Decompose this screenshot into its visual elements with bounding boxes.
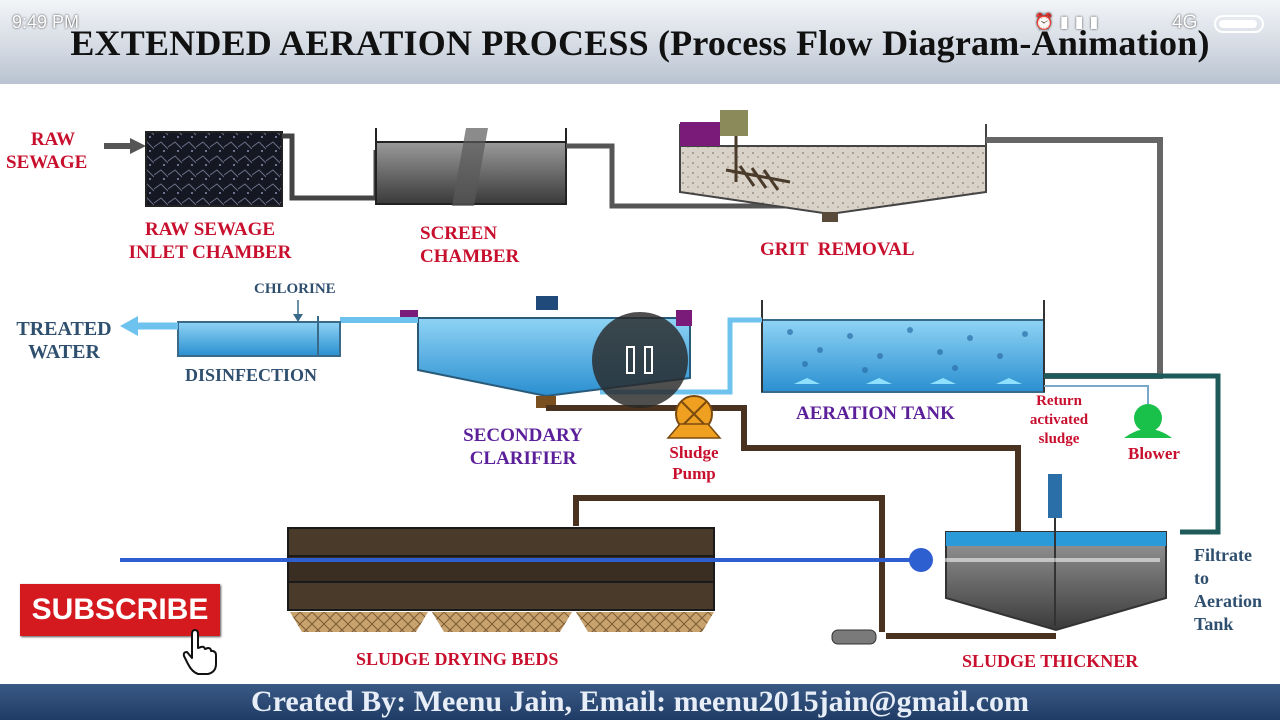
status-icons: ⏰▮▮▮: [1034, 12, 1104, 31]
share-icon[interactable]: [620, 644, 660, 684]
pipe-screen-grit: [566, 143, 830, 209]
label-line: Return: [1036, 393, 1082, 409]
label-return-activated-sludge: Return activated sludge: [1026, 392, 1092, 449]
label-line: CHAMBER: [420, 246, 520, 267]
disinfection-tank: [177, 300, 341, 357]
title-band: [0, 0, 1280, 84]
inlet-chamber: [145, 131, 283, 207]
more-options-icon[interactable]: [1218, 86, 1246, 126]
label-line: sludge: [1038, 431, 1080, 447]
label-treated-water: TREATED WATER: [14, 318, 114, 364]
label-line: Tank: [1194, 614, 1234, 634]
label-raw-sewage: RAW SEWAGE: [6, 128, 87, 174]
label-screen-chamber: SCREEN CHAMBER: [420, 222, 519, 268]
label-line: RAW SEWAGE: [144, 219, 276, 240]
label-sludge-drying-beds: SLUDGE DRYING BEDS: [356, 649, 559, 669]
pause-icon: [644, 346, 653, 374]
treated-water-arrow: [120, 316, 178, 336]
page-title: EXTENDED AERATION PROCESS (Process Flow …: [70, 23, 1210, 63]
label-aeration-tank: AERATION TANK: [796, 403, 955, 424]
back-arrow-icon[interactable]: [36, 86, 76, 126]
sludge-drying-beds: [287, 495, 885, 632]
aeration-tank: [761, 300, 1045, 393]
label-disinfection: DISINFECTION: [185, 365, 318, 385]
label-line: SECONDARY: [463, 425, 583, 446]
screen-chamber: [375, 128, 567, 206]
label-blower: Blower: [1128, 444, 1180, 463]
signal-icon: ▮▮▮: [1059, 12, 1105, 31]
label-line: Pump: [672, 464, 716, 483]
raw-sewage-arrow: [104, 138, 146, 154]
hand-cursor-icon: [180, 628, 220, 676]
label-line: SEWAGE: [6, 152, 88, 173]
label-line: to: [1194, 568, 1209, 588]
alarm-icon: ⏰: [1034, 12, 1060, 31]
blower: [1124, 404, 1172, 438]
label-line: Filtrate: [1194, 545, 1252, 565]
label-line: TREATED: [16, 318, 112, 340]
network-type: 4G: [1172, 12, 1198, 33]
label-line: Aeration: [1194, 591, 1262, 611]
label-sludge-pump: Sludge Pump: [660, 442, 728, 484]
label-filtrate: Filtrate to Aeration Tank: [1194, 544, 1262, 636]
status-time: 9:49 PM: [12, 12, 80, 32]
filtrate-line: [1044, 373, 1221, 535]
footer-credit: Created By: Meenu Jain, Email: meenu2015…: [250, 685, 1030, 718]
label-line: RAW: [30, 129, 76, 150]
label-line: activated: [1029, 412, 1089, 428]
pipe-inlet-screen: [282, 133, 379, 201]
sludge-pump: [546, 395, 1021, 600]
subscribe-button[interactable]: SUBSCRIBE: [20, 584, 220, 636]
label-line: SCREEN: [420, 223, 498, 244]
label-line: CLARIFIER: [469, 448, 577, 469]
pause-icon: [626, 346, 635, 374]
grit-removal-tank: [679, 110, 987, 222]
label-chlorine: CHLORINE: [254, 281, 336, 297]
pause-button[interactable]: [592, 312, 688, 408]
label-line: Sludge: [669, 443, 719, 462]
label-secondary-clarifier: SECONDARY CLARIFIER: [460, 424, 586, 470]
seek-thumb[interactable]: [908, 548, 933, 572]
label-line: INLET CHAMBER: [128, 242, 292, 263]
label-sludge-thickner: SLUDGE THICKNER: [962, 651, 1139, 671]
sludge-thickener: [831, 474, 1167, 645]
seek-progress: [120, 558, 921, 562]
label-inlet-chamber: RAW SEWAGE INLET CHAMBER: [126, 218, 294, 264]
label-line: WATER: [28, 341, 100, 363]
label-grit-removal: GRIT REMOVAL: [760, 239, 915, 260]
battery-icon: [1214, 15, 1264, 33]
footer-band: [0, 684, 1280, 720]
